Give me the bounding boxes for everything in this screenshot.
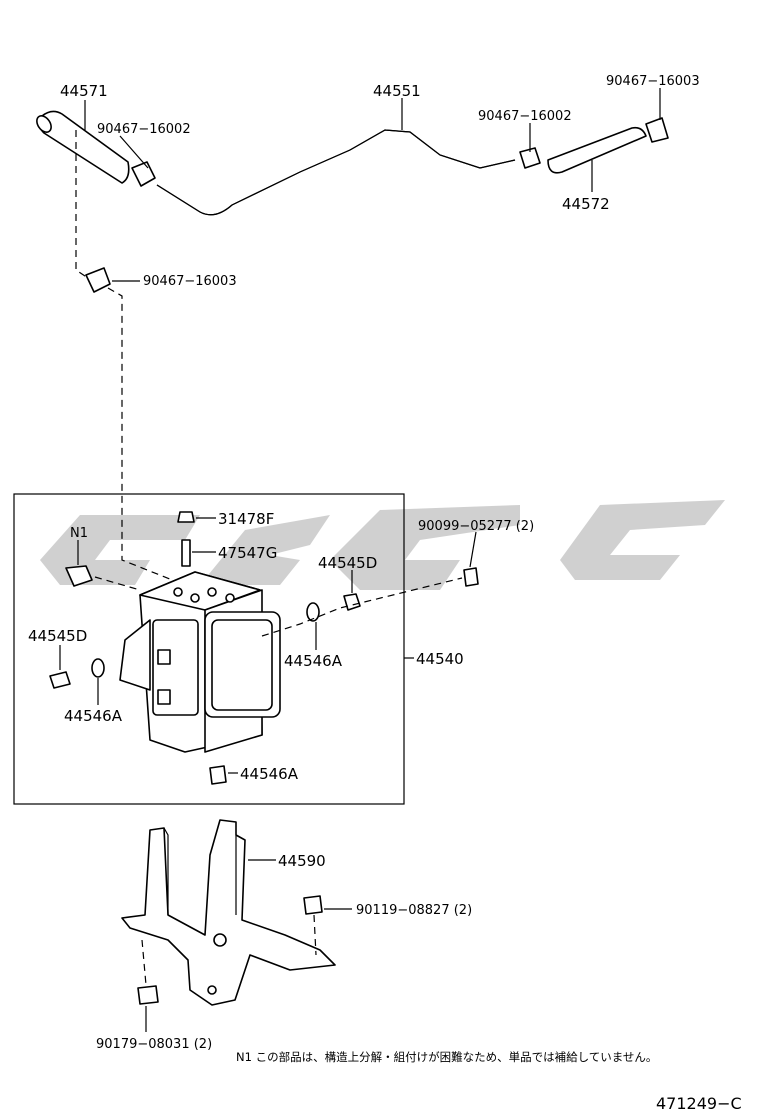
label-44545D-right: 44545D <box>318 554 377 572</box>
tube-44551 <box>156 129 516 216</box>
part-labels: 44571 44551 90467−16003 90467−16002 9046… <box>28 74 700 1052</box>
nut-90179-08031 <box>137 985 159 1005</box>
clamp-90467-16003-left <box>85 267 111 293</box>
label-90099-05277: 90099−05277 (2) <box>418 519 534 534</box>
label-90467-16003-left: 90467−16003 <box>143 274 237 289</box>
label-44571: 44571 <box>60 82 108 100</box>
label-90467-16003-top-right: 90467−16003 <box>606 74 700 89</box>
label-44545D-left: 44545D <box>28 627 87 645</box>
abs-actuator-group <box>13 493 479 805</box>
label-90467-16002-left: 90467−16002 <box>97 122 191 137</box>
grommet-44546A-bottom <box>209 765 227 785</box>
bolt-44545D-right <box>343 593 361 611</box>
grommet-44546A-right <box>306 602 320 622</box>
label-31478F: 31478F <box>218 510 274 528</box>
label-90179-08031: 90179−08031 (2) <box>96 1037 212 1052</box>
bracket-44590 <box>121 819 336 1006</box>
clamp-90467-16002-left <box>131 161 156 187</box>
grommet-44546A-left <box>91 658 105 678</box>
label-44546A-bottom: 44546A <box>240 765 299 783</box>
label-44572: 44572 <box>562 195 610 213</box>
label-44590: 44590 <box>278 852 326 870</box>
label-44546A-right: 44546A <box>284 652 343 670</box>
label-44540: 44540 <box>416 650 464 668</box>
leaders-top <box>75 88 661 586</box>
bolt-90119-08827 <box>303 895 323 915</box>
label-44551: 44551 <box>373 82 421 100</box>
label-47547G: 47547G <box>218 544 277 562</box>
sensor-n1 <box>65 565 93 587</box>
bracket-group <box>121 819 352 1032</box>
label-90467-16002-right: 90467−16002 <box>478 109 572 124</box>
hose-44572 <box>547 126 647 174</box>
fitting-47547G <box>181 539 191 567</box>
label-44546A-left: 44546A <box>64 707 123 725</box>
diagram-code: 471249−C <box>656 1094 742 1112</box>
bolt-44545D-left <box>49 671 71 689</box>
label-90119-08827: 90119−08827 (2) <box>356 903 472 918</box>
footnote-n1: N1 この部品は、構造上分解・組付けが困難なため、単品では補給していません。 <box>236 1050 657 1064</box>
cap-31478F <box>177 511 195 523</box>
clamp-90467-16003-top-right <box>645 117 669 143</box>
watermark-logo <box>40 500 725 590</box>
label-n1: N1 <box>70 526 88 541</box>
nut-90099-05277 <box>463 567 479 587</box>
